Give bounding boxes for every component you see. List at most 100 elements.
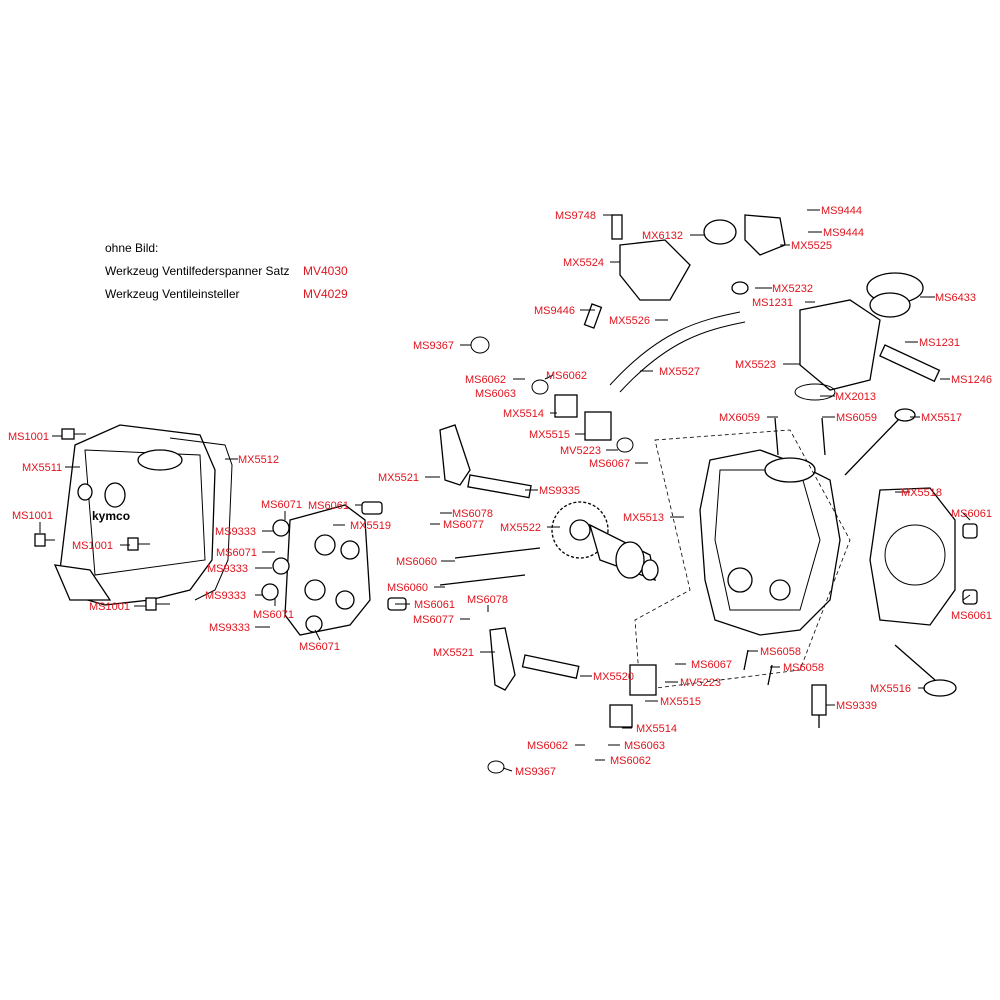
callout-label: MS6061 bbox=[951, 610, 992, 622]
callout-label: MS6062 bbox=[610, 755, 651, 767]
callout-label: MS9333 bbox=[205, 590, 246, 602]
callout-label: MS9333 bbox=[215, 526, 256, 538]
callout-label: MS6078 bbox=[452, 508, 493, 520]
callout-label: MS9367 bbox=[413, 340, 454, 352]
thermostat-drawing bbox=[583, 214, 786, 393]
rocker-arm-drawing bbox=[439, 424, 471, 486]
callout-label: MS6071 bbox=[216, 547, 257, 559]
seal-ring-drawing bbox=[531, 379, 549, 395]
pin-drawing bbox=[743, 649, 749, 671]
callout-label: MS1001 bbox=[8, 431, 49, 443]
rocker-shaft-drawing bbox=[521, 654, 580, 679]
callout-label: MX5526 bbox=[609, 315, 650, 327]
callout-label: MS9367 bbox=[515, 766, 556, 778]
callout-label: MS6060 bbox=[387, 582, 428, 594]
callout-label: MS6058 bbox=[760, 646, 801, 658]
dowel-drawing bbox=[962, 589, 978, 605]
callout-label: MS9446 bbox=[534, 305, 575, 317]
callout-label: MS1001 bbox=[72, 540, 113, 552]
rocker-arm-drawing bbox=[489, 627, 516, 691]
callout-label: MX5517 bbox=[921, 412, 962, 424]
callout-label: MS6077 bbox=[413, 614, 454, 626]
bolts-drawing bbox=[34, 428, 170, 611]
dowel-drawing bbox=[962, 523, 978, 539]
head-cover-drawing: kymco bbox=[53, 424, 216, 606]
callout-label: MS1246 bbox=[951, 374, 992, 386]
callout-label: MX5522 bbox=[500, 522, 541, 534]
pin-drawing bbox=[821, 417, 826, 456]
intake-manifold-drawing bbox=[799, 272, 941, 391]
callout-label: MX6132 bbox=[642, 230, 683, 242]
callout-label: MS6071 bbox=[299, 641, 340, 653]
callout-label: MS6061 bbox=[308, 500, 349, 512]
notes-heading: ohne Bild: bbox=[105, 241, 159, 255]
note-item-name: Werkzeug Ventileinsteller bbox=[105, 287, 240, 301]
callout-label: MS9339 bbox=[836, 700, 877, 712]
callout-label: MX5524 bbox=[563, 257, 604, 269]
callout-label: MX5525 bbox=[791, 240, 832, 252]
valve-drawing bbox=[844, 408, 957, 697]
note-item-code: MV4029 bbox=[303, 287, 348, 301]
callout-label: MS9333 bbox=[209, 622, 250, 634]
note-item-name: Werkzeug Ventilfederspanner Satz bbox=[105, 264, 290, 278]
callout-label: MS9748 bbox=[555, 210, 596, 222]
head-outline-drawing bbox=[634, 429, 851, 691]
seal-ring-drawing bbox=[470, 336, 490, 354]
callout-label: MX2013 bbox=[835, 391, 876, 403]
parts-artwork: kymco bbox=[34, 214, 978, 774]
callout-label: MS6060 bbox=[396, 556, 437, 568]
head-gasket-drawing bbox=[869, 487, 956, 626]
pin-drawing bbox=[774, 417, 779, 456]
callout-labels: MS9748 MX6132 MS9444 MS9444 MX5525 MX552… bbox=[8, 205, 992, 778]
stud-drawing bbox=[454, 547, 541, 559]
callout-label: MS6077 bbox=[443, 519, 484, 531]
callout-label: MX5512 bbox=[238, 454, 279, 466]
callout-label: MS6059 bbox=[836, 412, 877, 424]
callout-label: MS6061 bbox=[951, 508, 992, 520]
seal-ring-drawing bbox=[487, 760, 505, 774]
rocker-support-drawing bbox=[284, 504, 371, 636]
callout-label: MV5223 bbox=[560, 445, 601, 457]
callout-label: MX5527 bbox=[659, 366, 700, 378]
callout-label: MS9333 bbox=[207, 563, 248, 575]
callout-label: MS6067 bbox=[691, 659, 732, 671]
callout-label: MS6063 bbox=[624, 740, 665, 752]
callout-label: MX5520 bbox=[593, 671, 634, 683]
valve-spring-drawing bbox=[554, 394, 657, 728]
callout-label: MV5223 bbox=[680, 677, 721, 689]
callout-label: MS6071 bbox=[261, 499, 302, 511]
leader-lines bbox=[39, 209, 971, 772]
callout-label: MS6062 bbox=[527, 740, 568, 752]
callout-label: MX6059 bbox=[719, 412, 760, 424]
callout-label: MS1001 bbox=[89, 601, 130, 613]
svg-text:kymco: kymco bbox=[92, 509, 130, 523]
callout-label: MS6062 bbox=[465, 374, 506, 386]
callout-label: MS9335 bbox=[539, 485, 580, 497]
callout-label: MS6078 bbox=[467, 594, 508, 606]
note-item: Werkzeug Ventileinsteller MV4029 bbox=[105, 286, 365, 309]
callout-label: MX5521 bbox=[433, 647, 474, 659]
callout-label: MS9444 bbox=[823, 227, 864, 239]
callout-label: MX5514 bbox=[503, 408, 544, 420]
callout-label: MX5515 bbox=[529, 429, 570, 441]
callout-label: MX5232 bbox=[772, 283, 813, 295]
o-ring-drawing bbox=[794, 383, 836, 401]
callout-label: MS1231 bbox=[919, 337, 960, 349]
callout-label: MX5514 bbox=[636, 723, 677, 735]
notes-block: ohne Bild: Werkzeug Ventilfederspanner S… bbox=[105, 240, 365, 309]
callout-label: MX5516 bbox=[870, 683, 911, 695]
callout-label: MX5518 bbox=[901, 487, 942, 499]
nuts-drawing bbox=[261, 519, 323, 633]
callout-label: MS6061 bbox=[414, 599, 455, 611]
callout-label: MS6433 bbox=[935, 292, 976, 304]
callout-label: MS6067 bbox=[589, 458, 630, 470]
callout-label: MX5515 bbox=[660, 696, 701, 708]
callout-label: MS6058 bbox=[783, 662, 824, 674]
dowel-drawing bbox=[361, 501, 383, 515]
callout-label: MS1001 bbox=[12, 510, 53, 522]
note-item: Werkzeug Ventilfederspanner Satz MV4030 bbox=[105, 263, 365, 286]
callout-label: MS6062 bbox=[546, 370, 587, 382]
rocker-shaft-drawing bbox=[467, 474, 532, 499]
stud-drawing bbox=[439, 574, 526, 586]
